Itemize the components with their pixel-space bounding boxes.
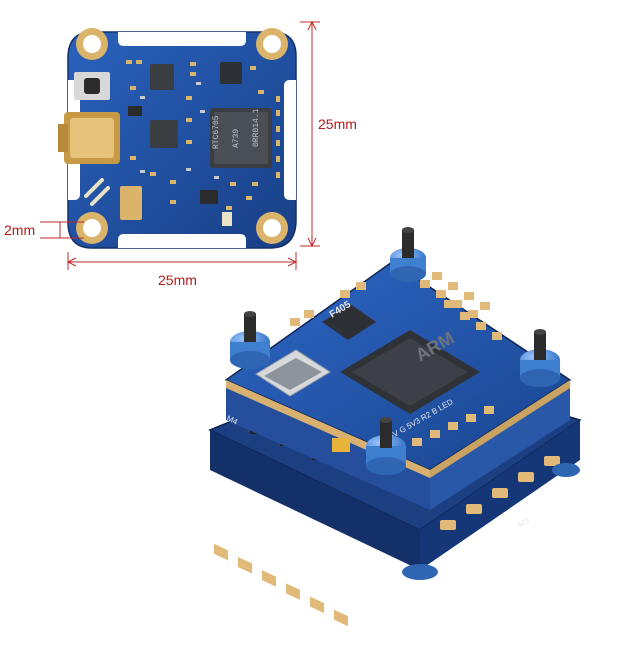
silkscreen-logo	[222, 212, 232, 226]
silkscreen-marks	[84, 178, 110, 206]
height-dimension-label: 25mm	[318, 116, 357, 132]
width-dimension-label: 25mm	[158, 272, 197, 288]
svg-text:0RR014.1: 0RR014.1	[252, 108, 261, 147]
main-chip	[210, 108, 272, 168]
mcu-chip: ARM	[340, 328, 480, 414]
small-chip	[150, 64, 174, 90]
component	[200, 190, 218, 204]
svg-text:RTC6705: RTC6705	[212, 115, 221, 149]
small-chip	[220, 62, 242, 84]
fc-solder-pads	[290, 272, 502, 454]
esc-solder-pads	[214, 543, 348, 627]
svg-text:A739: A739	[232, 129, 241, 148]
esc-solder-pads	[440, 456, 560, 530]
component	[128, 106, 142, 116]
smd-components	[126, 60, 280, 210]
bind-button	[74, 72, 110, 100]
pad	[120, 186, 142, 220]
standoff-left	[230, 311, 270, 369]
small-chip	[150, 120, 178, 148]
smd-components	[140, 82, 219, 179]
standoff-lower	[402, 564, 438, 580]
fc-esc-stack: ARM F405 R2 +5V G 5V3 R2 B LED M4 M3	[208, 227, 582, 627]
vtx-board: RTC6705 A739 0RR014.1	[58, 28, 297, 249]
standoff-bottom	[366, 417, 406, 475]
chip-marking: RTC6705 A739 0RR014.1	[212, 108, 261, 149]
mount-hole-top-right	[256, 28, 288, 60]
mount-hole-bottom-left	[76, 212, 108, 244]
motor-label-m3: M3	[517, 516, 532, 530]
usb-port	[255, 349, 331, 397]
standoff-top	[390, 227, 426, 282]
mount-hole-top-left	[76, 28, 108, 60]
gyro-chip	[322, 304, 376, 340]
boot-button	[332, 438, 350, 452]
mount-dimension-label: 2mm	[4, 222, 36, 238]
antenna-connector	[58, 112, 120, 164]
mount-hole-bottom-right	[256, 212, 288, 244]
standoff-right	[520, 329, 560, 387]
dimension-lines	[40, 20, 320, 270]
standoff-lower	[552, 463, 580, 477]
motor-label-m4: M4	[225, 414, 239, 427]
